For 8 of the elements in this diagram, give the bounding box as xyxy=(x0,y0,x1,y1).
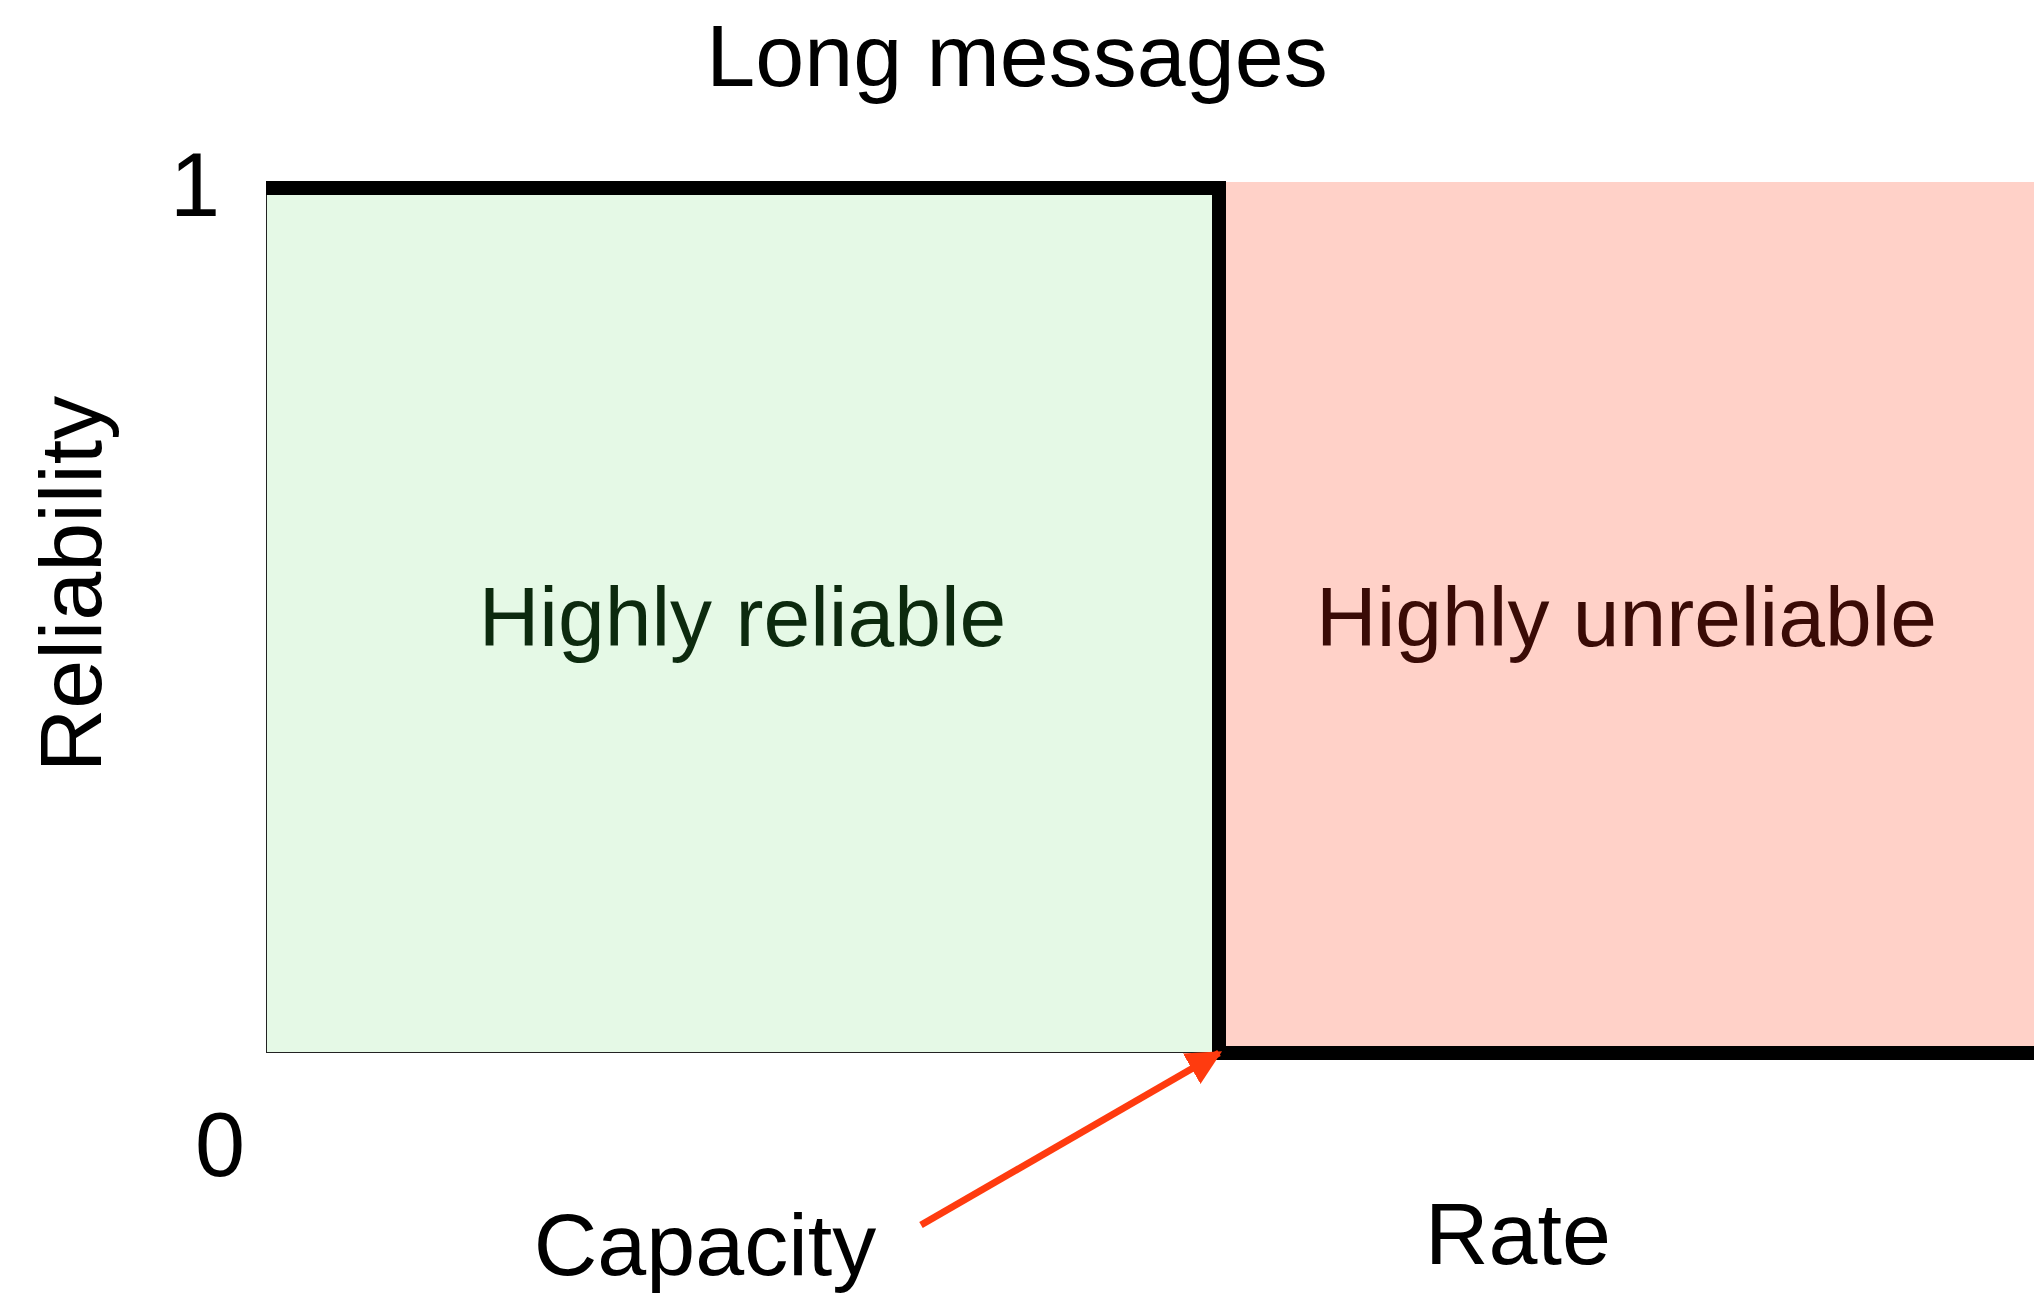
chart-title: Long messages xyxy=(705,5,1329,107)
axis-label: Rate xyxy=(1425,1190,1611,1278)
region-label: Highly reliable xyxy=(478,569,1007,666)
axis-label: Capacity xyxy=(533,1194,877,1296)
region-label: Highly unreliable xyxy=(1316,569,1937,666)
tick-label: 1 xyxy=(170,140,221,230)
arrow xyxy=(919,1049,1223,1229)
tick-label: 0 xyxy=(195,1100,246,1190)
